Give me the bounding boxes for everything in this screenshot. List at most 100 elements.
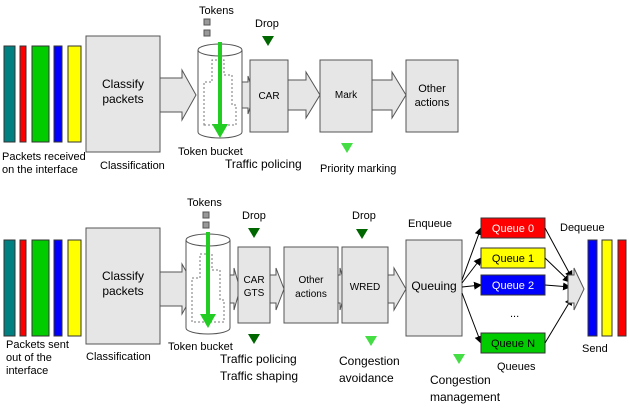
token [202, 221, 210, 229]
mark-box [319, 59, 373, 133]
send-label: Send [582, 343, 608, 355]
drop-indicator-2 [248, 228, 260, 238]
queuing-box [405, 239, 463, 337]
send-packet-bar [587, 239, 598, 337]
queue-label: Queue 1 [492, 253, 534, 265]
other-actions-box [405, 59, 459, 133]
enqueue-line-0 [461, 227, 483, 281]
traffic-policing-label: Traffic policing [225, 157, 302, 171]
received-packets [3, 45, 82, 143]
packet-bar [67, 239, 82, 337]
other-actions-label-line2: actions [415, 97, 450, 109]
classify-box [85, 35, 161, 153]
flow-arrow-9 [387, 266, 407, 312]
token-flow-arrowhead [212, 124, 228, 138]
queues-label: Queues [497, 361, 536, 373]
packet-bar [19, 239, 27, 337]
congestion-avoidance-line2: avoidance [339, 371, 394, 385]
drop-label-3: Drop [352, 210, 376, 222]
packet-bar [67, 45, 82, 143]
drop-label-2: Drop [242, 210, 266, 222]
packet-bar [31, 239, 50, 337]
management-indicator [453, 354, 465, 364]
token-flow-arrowhead-2 [200, 314, 216, 328]
car-box [249, 59, 289, 133]
flow-arrow-7 [269, 267, 285, 311]
classify2-label-line2: packets [102, 284, 143, 298]
wred-box [341, 246, 389, 324]
drop-label: Drop [255, 18, 279, 30]
dequeue-line-0 [544, 227, 573, 279]
drop-indicator-4 [356, 229, 368, 239]
packet-bar [31, 45, 50, 143]
car-gts-box [237, 246, 271, 324]
traffic-label-line2: Traffic shaping [220, 369, 298, 383]
traffic-label-line1: Traffic policing [220, 352, 297, 366]
send-packets [587, 239, 627, 337]
queue-label: Queue 0 [492, 223, 534, 235]
tokens-label-2: Tokens [187, 197, 222, 209]
flow-arrow-3 [287, 70, 321, 120]
dequeue-label: Dequeue [560, 222, 605, 234]
enqueue-line-1 [461, 257, 482, 284]
mark-label: Mark [335, 90, 358, 101]
congestion-management-line1: Congestion [430, 373, 491, 387]
queue-list: Queue 0 Queue 1 Queue 2 Queue N [480, 217, 546, 354]
top-row: Packets received on the interface Classi… [2, 5, 459, 176]
received-packets-label-line1: Packets received [2, 151, 86, 163]
classify-box-2 [85, 227, 161, 345]
queue-label: Queue N [491, 338, 535, 350]
classify2-label-line1: Classify [102, 269, 144, 283]
enqueue-line-2 [461, 281, 482, 290]
queue-ellipsis: ... [510, 308, 519, 320]
car-gts-label-line1: CAR [243, 275, 264, 286]
token [203, 29, 211, 37]
classify-label-line1: Classify [102, 77, 144, 91]
classification-label: Classification [100, 160, 165, 172]
packet-bar [53, 239, 63, 337]
sent-packets [3, 239, 82, 337]
congestion-avoidance-line1: Congestion [339, 354, 400, 368]
flow-arrow-1 [159, 68, 197, 122]
bottom-row: Packets sent out of the interface Classi… [3, 197, 627, 404]
wred-label: WRED [350, 282, 381, 293]
priority-marking-label: Priority marking [320, 163, 396, 175]
queue-label: Queue 2 [492, 280, 534, 292]
other2-label-line2: actions [295, 289, 327, 300]
mark-indicator [341, 143, 353, 153]
sent-packets-label-line2: out of the [6, 352, 52, 364]
token [203, 18, 211, 26]
packet-bar [19, 45, 27, 143]
token-bucket-label: Token bucket [178, 146, 243, 158]
congestion-management-line2: management [430, 390, 501, 404]
packet-bar [3, 239, 16, 337]
drop-indicator-3 [248, 334, 260, 344]
queuing-label: Queuing [411, 279, 456, 293]
car-gts-label-line2: GTS [244, 288, 265, 299]
packet-bar [53, 45, 63, 143]
dequeue-arrow [567, 267, 585, 311]
enqueue-line-n [461, 292, 483, 344]
packet-bar [3, 45, 16, 143]
flow-arrow-6 [229, 267, 241, 311]
other2-label-line1: Other [298, 275, 324, 286]
classify-label-line2: packets [102, 92, 143, 106]
other-actions-label-line1: Other [418, 83, 446, 95]
token-bucket-label-2: Token bucket [168, 341, 233, 353]
sent-packets-label-line3: interface [6, 365, 48, 377]
avoidance-indicator [365, 336, 377, 346]
enqueue-label: Enqueue [408, 218, 452, 230]
received-packets-label-line2: on the interface [2, 164, 78, 176]
car-label: CAR [258, 91, 279, 102]
dequeue-line-2 [544, 282, 571, 291]
dequeue-line-1 [544, 257, 571, 283]
tokens-label: Tokens [199, 5, 234, 17]
classification-label-2: Classification [86, 351, 151, 363]
other-actions-box-2 [283, 246, 339, 324]
token [202, 211, 210, 219]
drop-indicator [262, 36, 274, 46]
send-packet-bar [601, 239, 613, 337]
sent-packets-label-line1: Packets sent [6, 339, 69, 351]
dequeue-line-n [544, 297, 573, 344]
